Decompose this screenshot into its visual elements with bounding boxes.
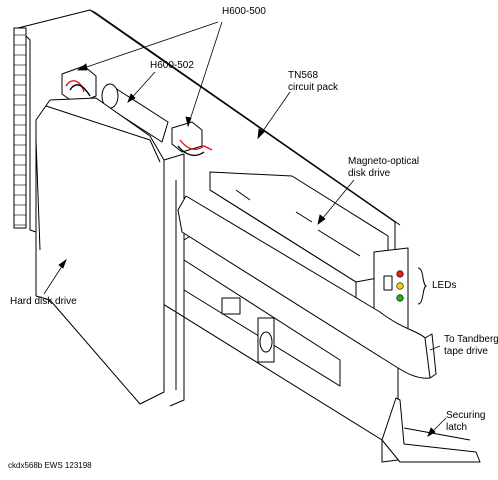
leader-h600500-b: [187, 21, 223, 127]
label-h600-502: H600-502: [150, 60, 194, 71]
led-red: [396, 270, 404, 278]
label-latch: latch: [446, 422, 468, 433]
connector-block-center: [171, 121, 203, 153]
leds-brace: [417, 267, 428, 305]
label-tape-drive: tape drive: [444, 346, 488, 357]
figure-code: ckdx568b EWS 123198: [8, 461, 92, 470]
cables: [65, 80, 213, 157]
label-magneto-optical: Magneto-optical: [348, 156, 420, 167]
label-tn568: TN568: [288, 70, 319, 81]
connector-pins: [14, 34, 26, 226]
led-green: [396, 294, 404, 302]
ribbon-cable: [177, 195, 431, 379]
board-top-edge: [89, 9, 401, 226]
label-securing: Securing: [446, 410, 486, 421]
leader-tape: [429, 345, 441, 351]
label-hard-disk-drive: Hard disk drive: [10, 296, 77, 307]
leader-tn568: [257, 91, 291, 139]
hard-disk-drive: [35, 97, 165, 405]
label-to-tandberg: To Tandberg: [444, 334, 498, 345]
leader-mo: [317, 179, 355, 225]
securing-latch: [381, 397, 481, 463]
leader-h600500-a: [77, 21, 219, 71]
label-circuit-pack: circuit pack: [288, 82, 339, 93]
led-yellow: [396, 282, 404, 290]
label-disk-drive: disk drive: [348, 168, 391, 179]
frame-rail: [163, 153, 185, 407]
label-h600-500: H600-500: [222, 6, 266, 17]
edge-connector: [13, 27, 27, 229]
small-chip: [221, 297, 241, 315]
label-leds: LEDs: [432, 280, 457, 291]
